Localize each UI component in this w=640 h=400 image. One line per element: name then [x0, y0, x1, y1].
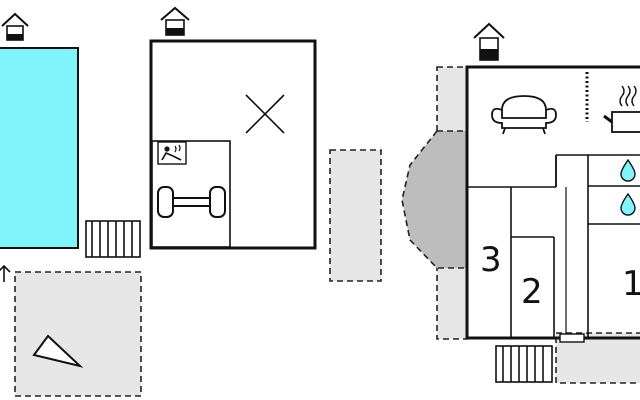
pool-steps — [85, 220, 141, 258]
door-marker — [559, 333, 585, 343]
sauna-icon — [157, 141, 187, 165]
pool-entrance-icon — [1, 12, 29, 41]
sauna-entrance-icon — [160, 6, 190, 36]
room-label-1: 1 — [622, 264, 640, 304]
pool-area — [0, 47, 79, 249]
lawn-area — [401, 130, 468, 269]
main-house — [465, 65, 640, 340]
sun-lounger-icon — [32, 334, 84, 368]
house-entrance-icon — [473, 22, 505, 61]
fitness-building — [149, 39, 317, 250]
water-drop-icon — [620, 158, 636, 182]
room-label-3: 3 — [480, 240, 502, 280]
cooking-pot-icon — [603, 85, 640, 133]
sofa-icon — [491, 95, 557, 135]
terrace-middle — [329, 149, 382, 282]
small-entrance-arrow-icon — [0, 264, 11, 282]
water-drop-icon — [620, 192, 636, 216]
terrace-lower-left — [14, 271, 142, 397]
house-steps — [495, 345, 553, 383]
open-area-cross-icon — [245, 94, 285, 134]
dumbbell-icon — [157, 186, 226, 218]
room-label-2: 2 — [521, 272, 543, 312]
